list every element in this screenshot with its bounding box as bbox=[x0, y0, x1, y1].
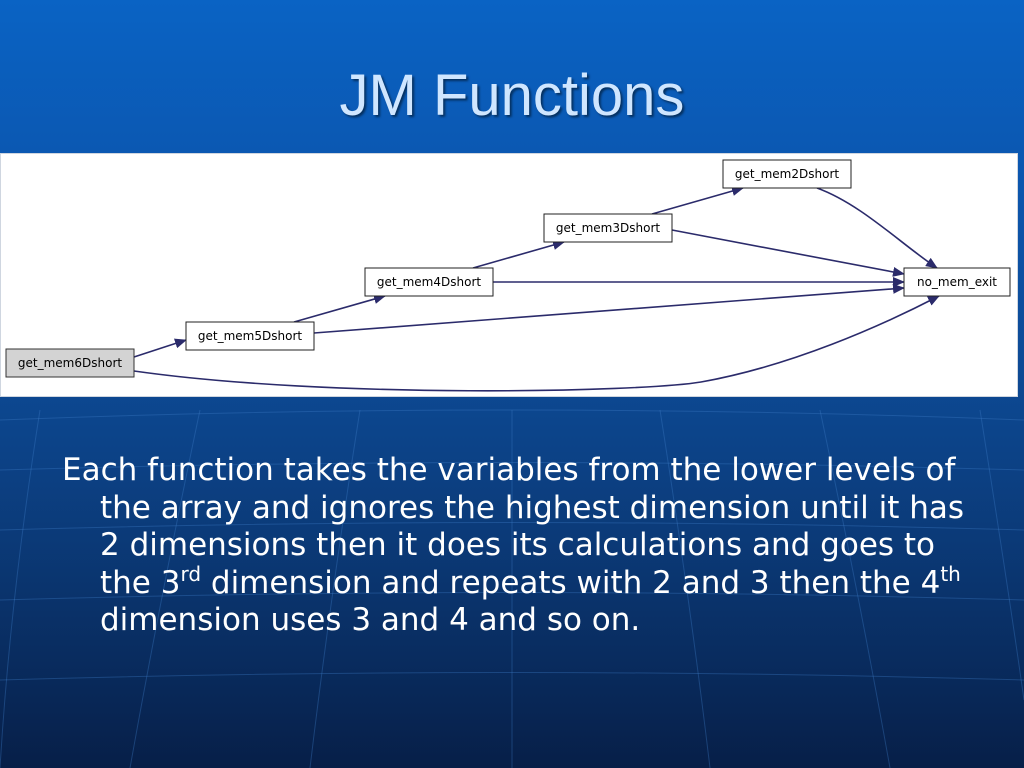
body-text-part-2: dimension and repeats with 2 and 3 then … bbox=[201, 564, 941, 601]
node-box bbox=[364, 267, 494, 297]
node-label: get_mem3Dshort bbox=[556, 221, 660, 235]
node-label: get_mem2Dshort bbox=[735, 167, 839, 181]
edge-get_mem5Dshort-to-get_mem4Dshort bbox=[293, 294, 386, 323]
ordinal-suffix-th: th bbox=[940, 561, 961, 586]
body-paragraph: Each function takes the variables from t… bbox=[62, 452, 982, 640]
edge-get_mem6Dshort-to-get_mem5Dshort bbox=[133, 338, 187, 358]
edge-get_mem2Dshort-to-no_mem_exit bbox=[816, 187, 938, 269]
node-box bbox=[5, 348, 135, 378]
call-graph-panel: get_mem6Dshort get_mem5Dshort get_mem4Dsho… bbox=[0, 153, 1018, 397]
node-box bbox=[722, 159, 852, 189]
node-no_mem_exit: no_mem_exit bbox=[903, 267, 1011, 297]
call-graph: get_mem6Dshort get_mem5Dshort get_mem4Dsho… bbox=[5, 159, 1011, 392]
edge-get_mem4Dshort-to-get_mem3Dshort bbox=[472, 240, 565, 269]
body-bullet: Each function takes the variables from t… bbox=[62, 452, 982, 640]
body-text-part-3: dimension uses 3 and 4 and so on. bbox=[100, 602, 641, 638]
edge-get_mem5Dshort-to-no_mem_exit bbox=[313, 283, 905, 334]
node-box bbox=[185, 321, 315, 351]
node-get_mem2Dshort: get_mem2Dshort bbox=[722, 159, 852, 189]
node-get_mem5Dshort: get_mem5Dshort bbox=[185, 321, 315, 351]
node-box bbox=[903, 267, 1011, 297]
slide-title: JM Functions bbox=[339, 63, 685, 128]
body-text-part-1: Each function takes the variables from t… bbox=[62, 452, 965, 601]
node-label: get_mem4Dshort bbox=[377, 275, 481, 289]
edge-get_mem3Dshort-to-get_mem2Dshort bbox=[651, 186, 744, 215]
node-label: get_mem6Dshort bbox=[18, 356, 122, 370]
ordinal-suffix-rd: rd bbox=[180, 561, 202, 586]
node-get_mem3Dshort: get_mem3Dshort bbox=[543, 213, 673, 243]
node-get_mem4Dshort: get_mem4Dshort bbox=[364, 267, 494, 297]
node-box bbox=[543, 213, 673, 243]
edge-get_mem6Dshort-to-no_mem_exit bbox=[133, 295, 940, 392]
node-label: get_mem5Dshort bbox=[198, 329, 302, 343]
node-label: no_mem_exit bbox=[917, 275, 997, 289]
node-get_mem6Dshort: get_mem6Dshort bbox=[5, 348, 135, 378]
edge-get_mem3Dshort-to-no_mem_exit bbox=[671, 229, 905, 277]
